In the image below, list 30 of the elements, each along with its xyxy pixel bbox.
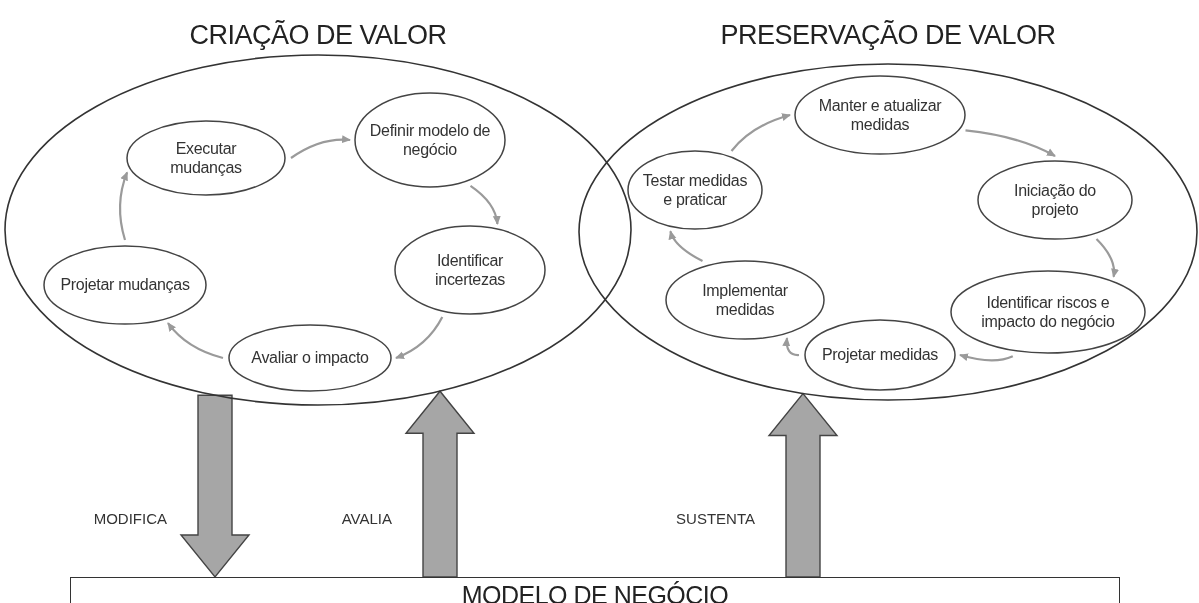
cycle-arrow	[959, 353, 1014, 362]
node-label: Implementar medidas	[701, 280, 789, 320]
group-title: CRIAÇÃO DE VALOR	[188, 20, 448, 51]
edge-label: MODIFICA	[93, 510, 167, 527]
cycle-arrow	[469, 185, 501, 225]
cycle-arrow	[290, 135, 351, 159]
node-label: Iniciação do projeto	[1013, 180, 1097, 220]
cycle-arrow	[782, 337, 800, 357]
node-label: Projetar mudanças	[59, 275, 191, 295]
cycle-arrow	[669, 230, 703, 262]
node-label: Projetar medidas	[820, 345, 940, 365]
cycle-arrow	[1095, 238, 1119, 278]
block-arrow	[767, 392, 839, 578]
edge-label: AVALIA	[341, 510, 392, 527]
node-label: Executar mudanças	[169, 138, 243, 178]
node-label: Avaliar o impacto	[250, 348, 370, 368]
node-label: Identificar incertezas	[434, 250, 506, 290]
node-label: Definir modelo de negócio	[369, 120, 491, 160]
edge-label: SUSTENTA	[676, 510, 755, 527]
node-label: Identificar riscos e impacto do negócio	[980, 292, 1116, 332]
block-arrow	[404, 390, 476, 578]
node-label: Manter e atualizar medidas	[817, 95, 943, 135]
node-label: Testar medidas e praticar	[642, 170, 748, 210]
group-title: PRESERVAÇÃO DE VALOR	[719, 20, 1057, 51]
cycle-arrow	[167, 322, 224, 360]
block-arrow	[179, 394, 251, 579]
cycle-arrow	[730, 113, 791, 152]
cycle-arrow	[395, 316, 444, 359]
cycle-arrow	[965, 129, 1056, 157]
cycle-arrow	[118, 171, 129, 241]
